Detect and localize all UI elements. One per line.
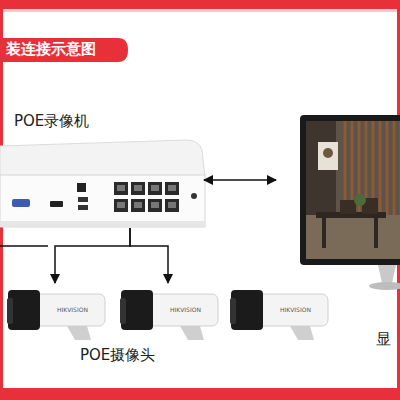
nvr-illustration bbox=[0, 140, 205, 227]
title-text: 装连接示意图 bbox=[6, 40, 96, 59]
monitor-illustration bbox=[300, 115, 400, 290]
camera-box: HIKVISION bbox=[5, 288, 105, 346]
connector-arrow bbox=[221, 179, 276, 181]
frame-band bbox=[0, 388, 400, 400]
monitor-box: 显 bbox=[300, 112, 400, 352]
node-label: HIKVISION bbox=[57, 306, 88, 313]
camera-box: HIKVISION bbox=[118, 288, 218, 346]
frame-band bbox=[0, 0, 400, 9]
title-tag bbox=[0, 38, 128, 62]
nvr-box: POE录像机 bbox=[0, 112, 205, 228]
node-label: 显 bbox=[376, 330, 391, 349]
connector-arrow bbox=[204, 179, 221, 181]
node-label: POE录像机 bbox=[14, 112, 89, 131]
camera-box: HIKVISION bbox=[228, 288, 328, 346]
node-label: HIKVISION bbox=[280, 306, 311, 313]
frame-band bbox=[0, 9, 400, 12]
group-label: POE摄像头 bbox=[80, 346, 155, 365]
connector-arrow bbox=[55, 228, 130, 283]
connector-arrow bbox=[130, 228, 168, 283]
node-label: HIKVISION bbox=[170, 306, 201, 313]
bus-line bbox=[0, 245, 48, 247]
camera-illustration bbox=[7, 290, 328, 340]
